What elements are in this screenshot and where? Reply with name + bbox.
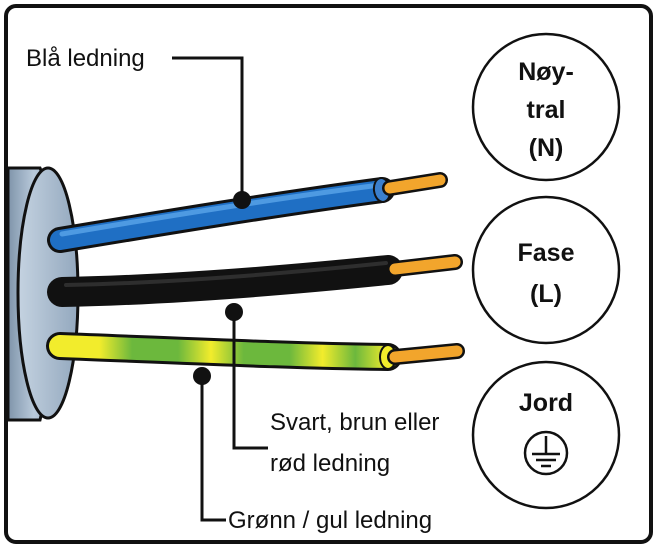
green-yellow-wire xyxy=(46,332,465,371)
earth-terminal-circle xyxy=(471,360,621,510)
neutral-label-line2: tral xyxy=(526,96,566,124)
black-leader-line xyxy=(232,312,268,450)
black-wire-dot xyxy=(225,303,243,321)
neutral-label-line3: (N) xyxy=(528,134,564,162)
leader-lines xyxy=(172,56,268,522)
neutral-label-line1: Nøy- xyxy=(518,58,574,86)
black-wire-label-line2: rød ledning xyxy=(270,449,391,479)
green-yellow-wire-dot xyxy=(193,367,211,385)
phase-terminal-circle xyxy=(471,195,621,345)
green-yellow-leader-line xyxy=(200,376,226,522)
blue-wire-dot xyxy=(233,191,251,209)
earth-label: Jord xyxy=(518,389,574,417)
phase-label-line2: (L) xyxy=(530,280,562,308)
black-wire-label-line1: Svart, brun eller xyxy=(270,408,440,438)
phase-label-line1: Fase xyxy=(517,239,575,267)
blue-wire xyxy=(47,172,448,253)
neutral-terminal-circle xyxy=(471,32,621,182)
green-yellow-wire-label: Grønn / gul ledning xyxy=(228,506,433,536)
blue-wire-label: Blå ledning xyxy=(26,44,147,74)
blue-leader-line xyxy=(172,56,244,200)
black-wire xyxy=(47,254,463,307)
earth-ground-icon xyxy=(523,430,569,476)
